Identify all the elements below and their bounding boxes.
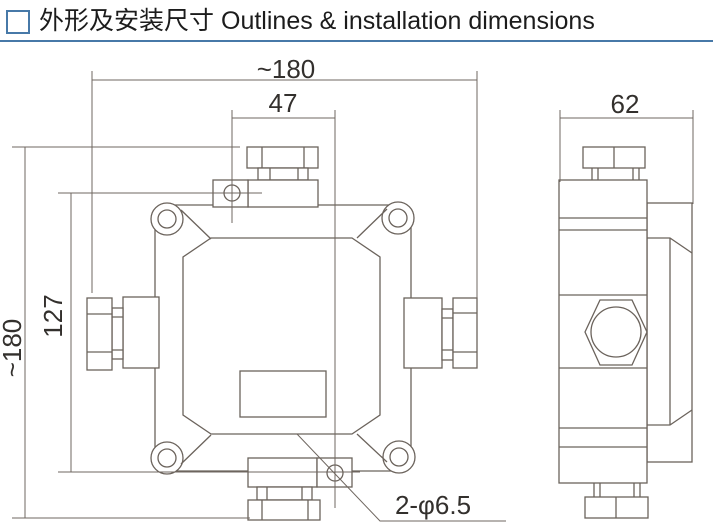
dim-overall-height-label: ~180 bbox=[0, 318, 27, 378]
dim-overall-width-label: ~180 bbox=[256, 54, 316, 84]
right-gland-nut bbox=[452, 297, 478, 369]
bottom-gland-nut-facets bbox=[261, 500, 309, 520]
left-gland-washer-lines bbox=[112, 316, 123, 351]
corner-bolt-hole bbox=[388, 208, 408, 228]
left-gland-nut-facets bbox=[87, 313, 112, 353]
dim-mounting-holes-label: 2-φ6.5 bbox=[394, 490, 472, 520]
corner-bolt-hole bbox=[157, 209, 177, 229]
page-title-zh: 外形及安装尺寸 bbox=[39, 7, 215, 35]
dim-62-lines bbox=[559, 110, 694, 204]
side-gland-bore bbox=[590, 306, 642, 358]
dim-hole-spacing-vertical-label: 127 bbox=[38, 294, 68, 338]
side-view bbox=[558, 146, 693, 519]
mounting-hole-leader bbox=[296, 433, 506, 522]
corner-bolt-hole bbox=[157, 448, 177, 468]
dimension-lines bbox=[12, 71, 694, 522]
top-gland-nut-facets bbox=[261, 147, 305, 168]
dim-overall-depth-label: 62 bbox=[610, 89, 640, 119]
top-gland-washer-lines bbox=[269, 168, 299, 180]
right-gland-washer bbox=[441, 308, 454, 361]
cover-seam-lines bbox=[559, 217, 647, 448]
top-gland-nut bbox=[246, 146, 319, 169]
right-gland-washer-lines bbox=[442, 317, 453, 351]
side-boss-lines bbox=[559, 294, 647, 369]
left-gland-nut bbox=[86, 297, 113, 371]
side-gland-hex-nut bbox=[584, 299, 648, 366]
corner-ear bbox=[382, 440, 416, 474]
corner-bolt-hole bbox=[389, 447, 409, 467]
left-gland-boss bbox=[122, 296, 160, 369]
corner-ear bbox=[150, 202, 184, 236]
dim-overall-width-lines bbox=[91, 71, 478, 298]
dim-overall-height-lines bbox=[12, 146, 250, 519]
bottom-gland-side-stems bbox=[593, 483, 641, 497]
dim-47-lines bbox=[231, 110, 336, 508]
bottom-gland-washer bbox=[256, 486, 313, 501]
top-gland-washer bbox=[257, 167, 309, 181]
box-body bbox=[154, 204, 412, 472]
right-gland-boss bbox=[403, 297, 443, 369]
top-gland-side-lines bbox=[591, 147, 640, 180]
rear-flange-contour bbox=[647, 237, 693, 426]
corner-ear bbox=[150, 441, 184, 475]
bottom-gland-nut bbox=[247, 499, 321, 521]
right-gland-nut-facets bbox=[453, 312, 477, 353]
name-plate bbox=[239, 370, 327, 418]
bottom-gland-washer-lines bbox=[266, 487, 303, 500]
front-view bbox=[86, 146, 478, 521]
section-marker-icon bbox=[6, 10, 30, 34]
dim-127-lines bbox=[58, 192, 360, 473]
corner-chamfer-lines bbox=[180, 208, 388, 465]
page-title-en: Outlines & installation dimensions bbox=[221, 7, 595, 35]
dim-hole-spacing-horizontal-label: 47 bbox=[268, 88, 298, 118]
corner-ear bbox=[381, 201, 415, 235]
cover-plate bbox=[182, 237, 381, 435]
left-gland-washer bbox=[111, 307, 124, 360]
title-divider bbox=[0, 40, 713, 42]
